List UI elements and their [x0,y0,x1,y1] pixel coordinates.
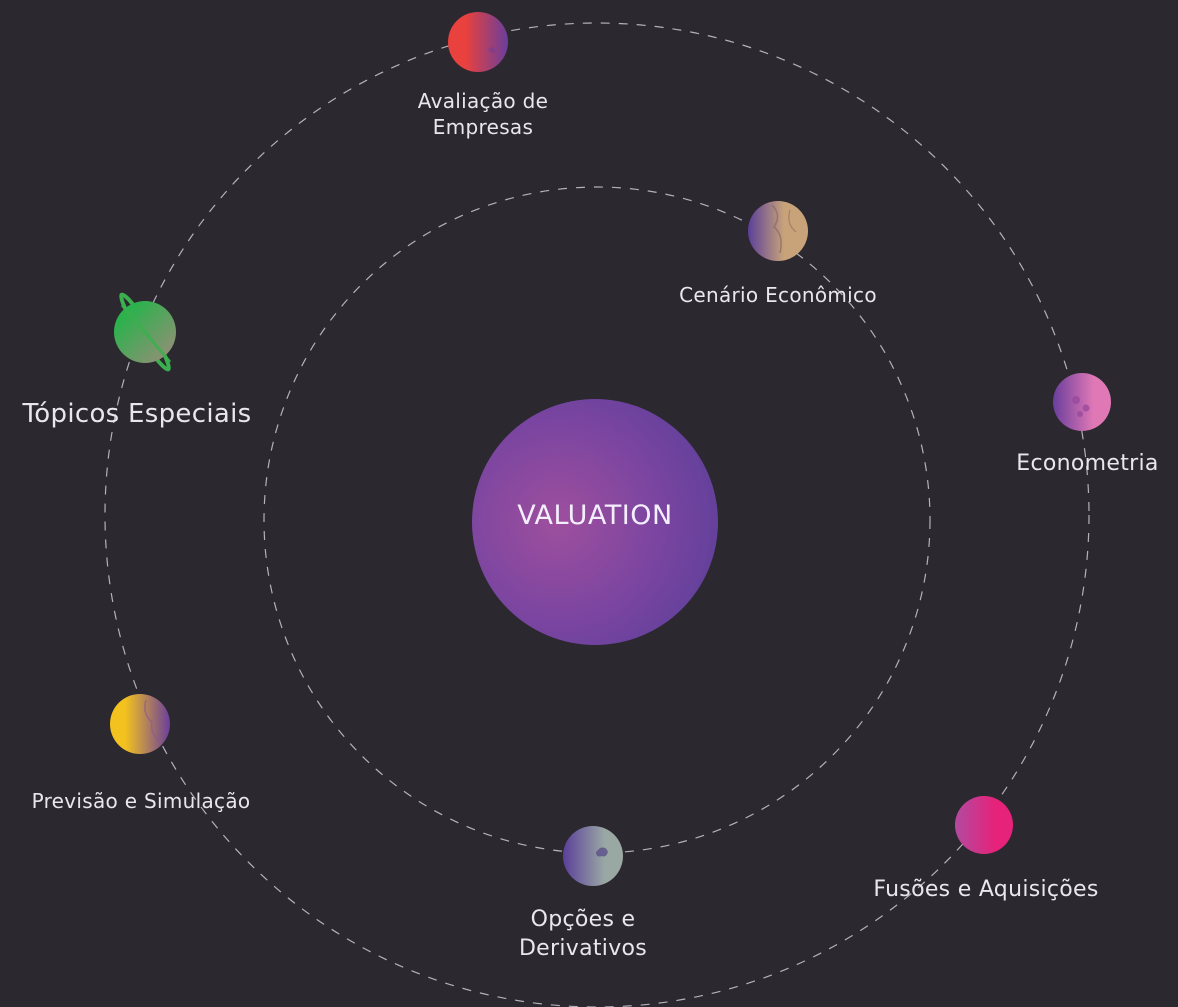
outer-orbit [104,22,1090,1007]
label-econometria: Econometria [1016,451,1159,476]
label-avaliacao: Avaliação de Empresas [417,89,549,139]
valuation-sun[interactable] [472,399,718,645]
label-previsao: Previsão e Simulação [31,789,251,813]
planet-avaliacao-icon[interactable] [448,12,508,72]
label-fusoes: Fusões e Aquisições [873,877,1099,902]
label-cenario: Cenário Econômico [679,283,877,307]
planet-fusoes-icon[interactable] [955,796,1013,854]
label-opcoes: Opções e Derivativos [518,907,648,961]
center-label: VALUATION [517,500,673,531]
planet-cenario-icon[interactable] [748,201,808,261]
label-topicos: Tópicos Especiais [22,399,252,429]
planet-topicos-icon[interactable] [114,292,176,373]
planet-econometria-icon[interactable] [1053,373,1111,431]
planet-opcoes-icon[interactable] [563,826,623,886]
planet-previsao-icon[interactable] [110,694,170,754]
